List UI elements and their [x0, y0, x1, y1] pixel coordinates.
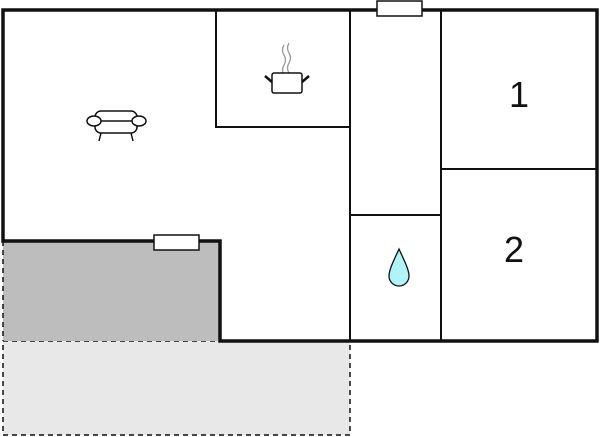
exterior-walls — [1, 8, 599, 343]
covered-terrace — [3, 241, 220, 341]
interior-walls — [215, 10, 597, 341]
water-drop-icon — [388, 247, 410, 287]
bedroom-2-label: 2 — [504, 229, 524, 270]
window-terrace — [153, 234, 200, 251]
window-top — [376, 0, 423, 17]
armchair-icon — [86, 110, 147, 142]
open-terrace — [2, 340, 351, 436]
cooking-pot-icon — [264, 42, 310, 94]
bedroom-1-label: 1 — [509, 74, 529, 115]
